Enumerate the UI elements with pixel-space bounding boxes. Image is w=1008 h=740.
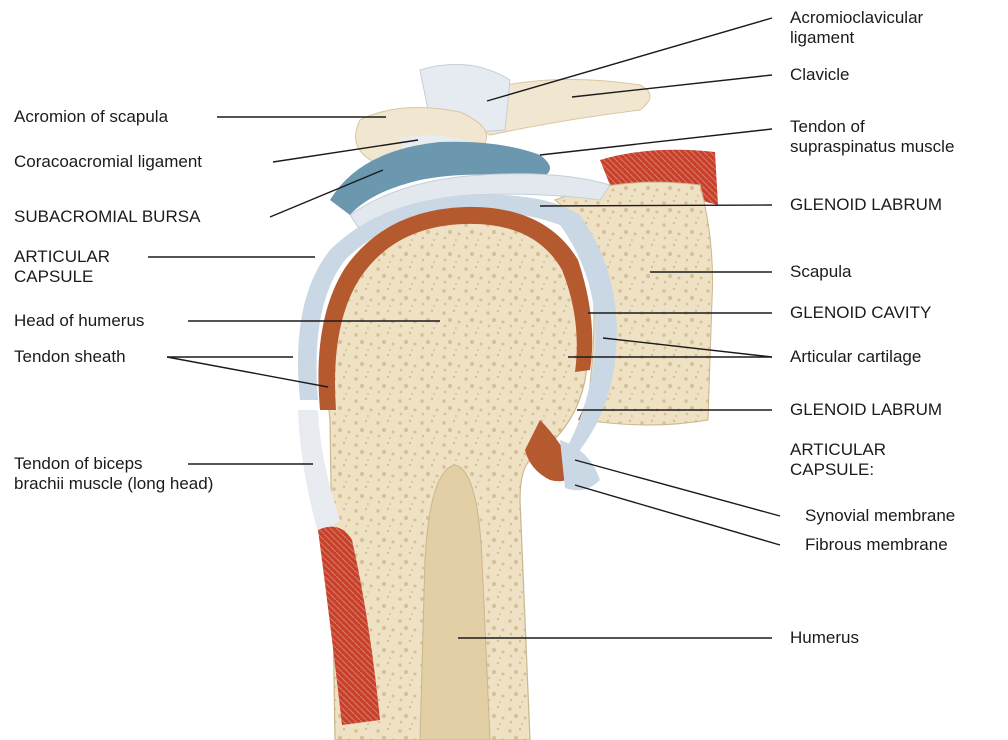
- label-humerus: Humerus: [790, 628, 859, 648]
- label-tendon-sheath: Tendon sheath: [14, 347, 126, 367]
- label-articular-capsule-right: ARTICULAR CAPSULE:: [790, 440, 886, 480]
- label-head-of-humerus: Head of humerus: [14, 311, 144, 331]
- label-acromioclavicular-line2: ligament: [790, 28, 854, 47]
- label-synovial-membrane: Synovial membrane: [805, 506, 955, 526]
- label-clavicle: Clavicle: [790, 65, 850, 85]
- label-coracoacromial-ligament: Coracoacromial ligament: [14, 152, 202, 172]
- label-articular-capsule-right-line2: CAPSULE:: [790, 460, 874, 479]
- label-articular-capsule-left-line2: CAPSULE: [14, 267, 93, 286]
- label-articular-cartilage: Articular cartilage: [790, 347, 921, 367]
- label-tendon-supraspinatus: Tendon of supraspinatus muscle: [790, 117, 954, 157]
- label-glenoid-labrum-bottom: GLENOID LABRUM: [790, 400, 942, 420]
- label-glenoid-labrum-top: GLENOID LABRUM: [790, 195, 942, 215]
- label-tendon-biceps: Tendon of biceps brachii muscle (long he…: [14, 454, 213, 494]
- label-tendon-supraspinatus-line1: Tendon of: [790, 117, 865, 136]
- label-acromioclavicular-line1: Acromioclavicular: [790, 8, 923, 27]
- label-fibrous-membrane: Fibrous membrane: [805, 535, 948, 555]
- label-tendon-biceps-line2: brachii muscle (long head): [14, 474, 213, 493]
- label-tendon-biceps-line1: Tendon of biceps: [14, 454, 143, 473]
- label-articular-capsule-left-line1: ARTICULAR: [14, 247, 110, 266]
- label-scapula: Scapula: [790, 262, 851, 282]
- label-glenoid-cavity: GLENOID CAVITY: [790, 303, 931, 323]
- label-acromion: Acromion of scapula: [14, 107, 168, 127]
- label-subacromial-bursa: SUBACROMIAL BURSA: [14, 207, 200, 227]
- label-acromioclavicular-ligament: Acromioclavicular ligament: [790, 8, 923, 48]
- label-tendon-supraspinatus-line2: supraspinatus muscle: [790, 137, 954, 156]
- label-articular-capsule-right-line1: ARTICULAR: [790, 440, 886, 459]
- label-articular-capsule-left: ARTICULAR CAPSULE: [14, 247, 110, 287]
